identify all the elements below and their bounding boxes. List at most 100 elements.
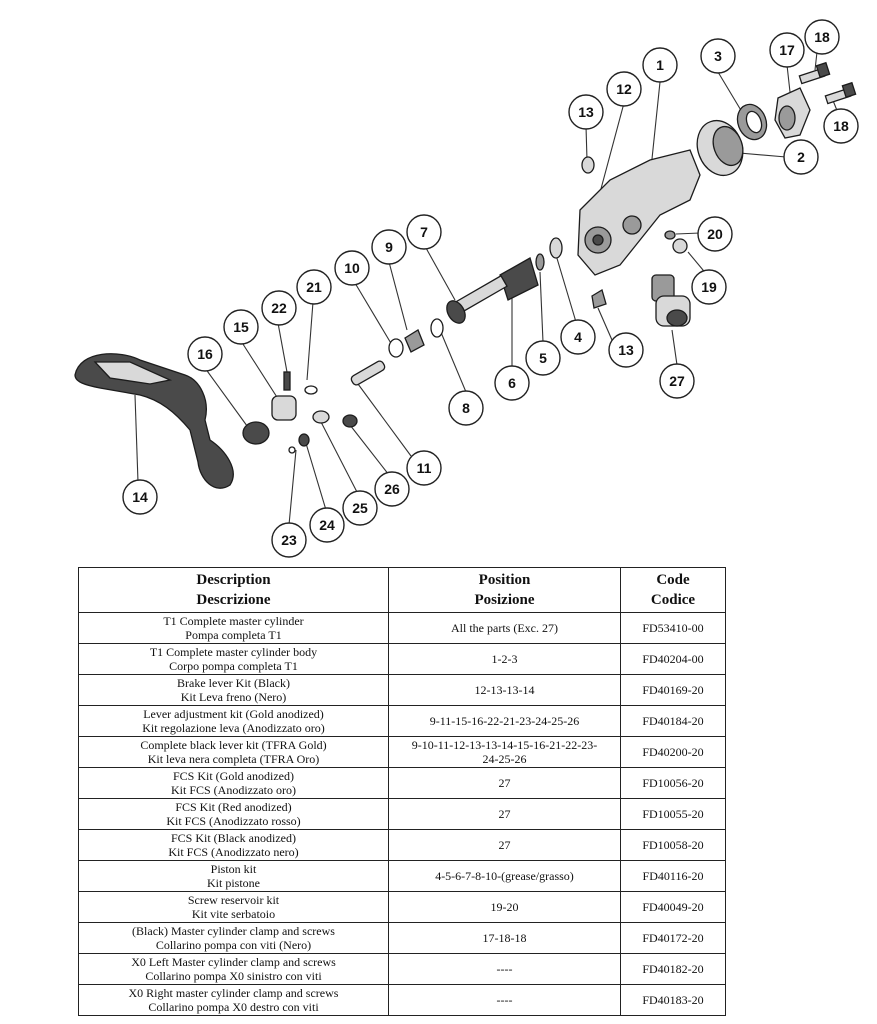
- callout-3: 3: [700, 38, 736, 74]
- callout-20: 20: [697, 216, 733, 252]
- cell-position: ----: [388, 984, 621, 1016]
- cell-code: FD40184-20: [620, 705, 726, 737]
- callout-13-bottom: 13: [608, 332, 644, 368]
- table-row: X0 Right master cylinder clamp and screw…: [78, 984, 726, 1016]
- svg-text:21: 21: [306, 279, 322, 295]
- svg-text:2: 2: [797, 149, 805, 165]
- master-cylinder-body: [577, 149, 701, 276]
- cell-description: X0 Right master cylinder clamp and screw…: [78, 984, 389, 1016]
- svg-text:24: 24: [319, 517, 335, 533]
- svg-text:3: 3: [714, 48, 722, 64]
- callout-18-top: 18: [804, 19, 840, 55]
- cell-position: 4-5-6-7-8-10-(grease/grasso): [388, 860, 621, 892]
- callout-24: 24: [309, 507, 345, 543]
- table-row: X0 Left Master cylinder clamp and screws…: [78, 953, 726, 985]
- callout-15: 15: [223, 309, 259, 345]
- cell-position: All the parts (Exc. 27): [388, 612, 621, 644]
- handlebar-clamp: [774, 87, 811, 139]
- cell-code: FD10056-20: [620, 767, 726, 799]
- cell-description: Complete black lever kit (TFRA Gold)Kit …: [78, 736, 389, 768]
- clamp-screws: [798, 61, 857, 105]
- svg-text:8: 8: [462, 400, 470, 416]
- cell-code: FD40049-20: [620, 891, 726, 923]
- svg-text:10: 10: [344, 260, 360, 276]
- svg-text:20: 20: [707, 226, 723, 242]
- table-row: Brake lever Kit (Black)Kit Leva freno (N…: [78, 674, 726, 706]
- svg-text:7: 7: [420, 224, 428, 240]
- cell-code: FD10055-20: [620, 798, 726, 830]
- callout-11: 11: [406, 450, 442, 486]
- callout-5: 5: [525, 340, 561, 376]
- cell-position: 19-20: [388, 891, 621, 923]
- adjuster-pin: [350, 360, 386, 386]
- callout-6: 6: [494, 365, 530, 401]
- cell-description: Lever adjustment kit (Gold anodized)Kit …: [78, 705, 389, 737]
- svg-text:12: 12: [616, 81, 632, 97]
- callout-18-bottom: 18: [823, 108, 859, 144]
- table-row: Lever adjustment kit (Gold anodized)Kit …: [78, 705, 726, 737]
- callout-26: 26: [374, 471, 410, 507]
- svg-text:18: 18: [814, 29, 830, 45]
- svg-text:14: 14: [132, 489, 148, 505]
- cell-position: 27: [388, 829, 621, 861]
- cell-code: FD10058-20: [620, 829, 726, 861]
- cell-position: 1-2-3: [388, 643, 621, 675]
- cell-code: FD40169-20: [620, 674, 726, 706]
- svg-text:9: 9: [385, 239, 393, 255]
- table-row: FCS Kit (Black anodized)Kit FCS (Anodizz…: [78, 829, 726, 861]
- table-row: (Black) Master cylinder clamp and screws…: [78, 922, 726, 954]
- callout-17: 17: [769, 32, 805, 68]
- svg-text:1: 1: [656, 57, 664, 73]
- callout-10: 10: [334, 250, 370, 286]
- svg-text:27: 27: [669, 373, 685, 389]
- callout-23: 23: [271, 522, 307, 558]
- cell-position: 27: [388, 767, 621, 799]
- svg-text:16: 16: [197, 346, 213, 362]
- svg-text:15: 15: [233, 319, 249, 335]
- leader-lines: [134, 51, 839, 526]
- callout-12: 12: [606, 71, 642, 107]
- brake-lever: [74, 353, 234, 489]
- callout-2: 2: [783, 139, 819, 175]
- piston-assembly: [388, 237, 563, 358]
- exploded-parts-diagram: 1 2 3 4 5 6 7 8 9 10 11 12 13 13 14 15 1…: [74, 19, 859, 558]
- svg-text:19: 19: [701, 279, 717, 295]
- cell-code: FD53410-00: [620, 612, 726, 644]
- callout-22: 22: [261, 290, 297, 326]
- svg-text:17: 17: [779, 42, 795, 58]
- cell-code: FD40200-20: [620, 736, 726, 768]
- master-cylinder-sleeve: [696, 119, 744, 177]
- callout-14: 14: [122, 479, 158, 515]
- svg-text:26: 26: [384, 481, 400, 497]
- callout-21: 21: [296, 269, 332, 305]
- cell-description: FCS Kit (Black anodized)Kit FCS (Anodizz…: [78, 829, 389, 861]
- callout-9: 9: [371, 229, 407, 265]
- callout-25: 25: [342, 490, 378, 526]
- cell-position: ----: [388, 953, 621, 985]
- cell-position: 17-18-18: [388, 922, 621, 954]
- cell-code: FD40182-20: [620, 953, 726, 985]
- svg-text:13: 13: [618, 342, 634, 358]
- svg-text:4: 4: [574, 329, 582, 345]
- cell-description: (Black) Master cylinder clamp and screws…: [78, 922, 389, 954]
- cell-code: FD40116-20: [620, 860, 726, 892]
- svg-text:22: 22: [271, 300, 287, 316]
- cell-position: 9-11-15-16-22-21-23-24-25-26: [388, 705, 621, 737]
- svg-text:25: 25: [352, 500, 368, 516]
- callout-4: 4: [560, 319, 596, 355]
- lever-adjuster-parts: [242, 156, 607, 454]
- svg-text:11: 11: [417, 460, 432, 476]
- callout-27: 27: [659, 363, 695, 399]
- cell-description: FCS Kit (Red anodized)Kit FCS (Anodizzat…: [78, 798, 389, 830]
- svg-text:18: 18: [833, 118, 849, 134]
